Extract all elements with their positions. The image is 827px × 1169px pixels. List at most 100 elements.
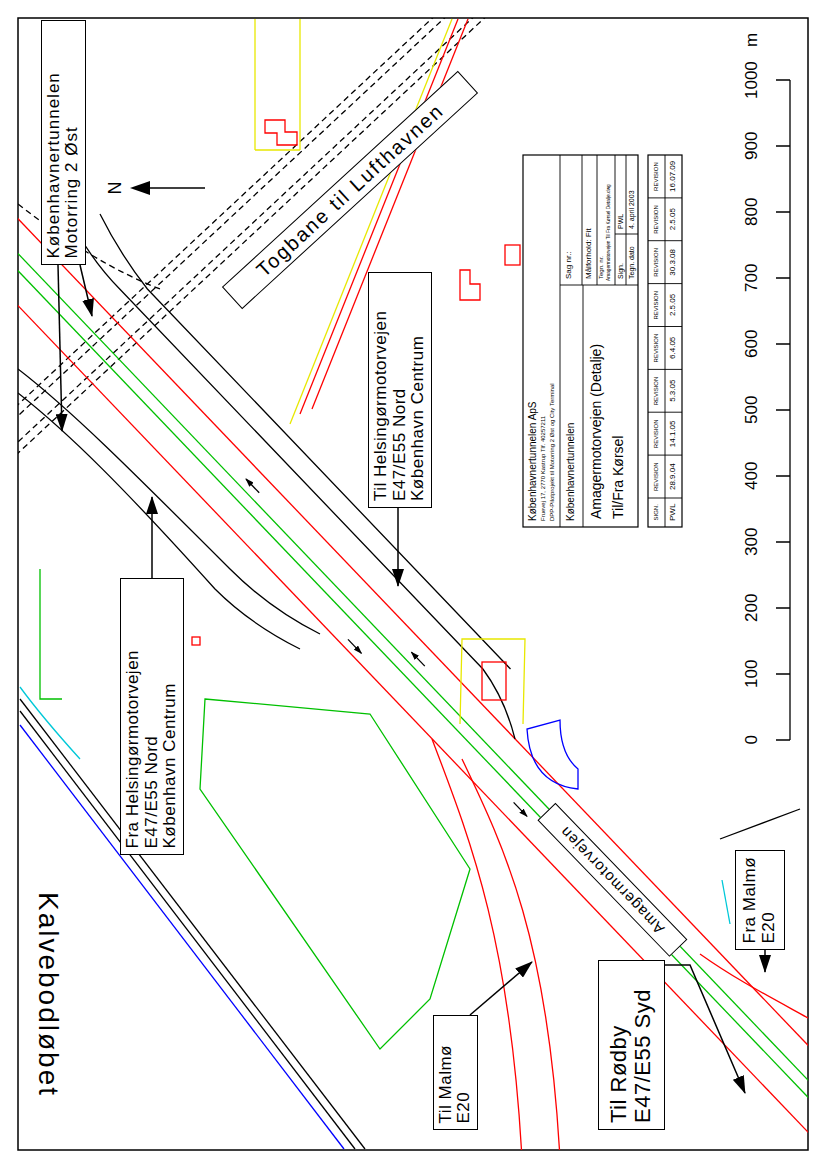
cyan-line [722,880,730,924]
title-value: 4. april 2003 [628,190,636,229]
label-holder: 30.3.08 [669,249,678,276]
local-road [720,809,800,839]
callout-text: Københavnertunnelen [45,28,64,259]
label-holder: 0 [743,735,762,744]
title-field: Sign. [617,263,625,279]
scale-number: 0 [743,735,762,744]
shore-line [20,699,365,1149]
scale-number: 400 [743,462,762,490]
label-holder: REVISION [653,334,660,363]
title-field: Målforhold: Fit [585,228,594,279]
leader-arrow [58,265,62,431]
callout-text: E47/E55 Nord [143,586,162,849]
north-arrow [146,187,205,189]
leader-arrow [80,265,92,316]
label-holder: 100 [743,660,762,688]
drawing-file: Amagermotorvejen Til Fra Kørsel Detalje.… [606,184,611,281]
scale-unit: m [743,33,762,47]
label-holder: Amagermotorvejen (Detalje) [589,344,604,519]
revision-cell: 16.07.09 [669,161,678,192]
label-holder: Til/Fra Kørsel [611,436,626,519]
traffic-arrow [411,652,424,666]
motorway-centre [18,103,808,1150]
title-block-rules [560,155,682,527]
traffic-arrow [246,479,259,493]
label-holder: PWL [669,504,678,521]
traffic-arrow [348,639,361,653]
sheet-border [18,18,808,1150]
north-label: N [106,182,126,195]
scale-bar [776,80,790,740]
label-holder: Kalvebodløbet [32,892,63,1097]
callout-text: E20 [455,1023,474,1124]
callout-text: Til Rødby [607,967,631,1123]
revision-header: REVISION [653,420,660,449]
label-holder: 5.3.05 [669,380,678,402]
callout-text: København Centrum [409,279,428,501]
callout-box: Fra HelsingørmotorvejenE47/E55 NordKøben… [120,579,184,856]
leader-arrow [665,965,745,1093]
map-lines [18,18,808,1150]
label-holder: 300 [743,528,762,556]
label-holder: SIGN. [653,504,660,520]
scale-number: 300 [743,528,762,556]
scale-number: 900 [743,132,762,160]
callout-text: Amagermotorvejen [556,823,667,937]
plot-outline [460,639,525,724]
title-field: Tegn. dato [628,246,636,279]
label-holder: Tegn. nr. [598,256,605,279]
revision-header: SIGN. [653,504,660,520]
revision-header: REVISION [653,248,660,277]
label-holder: Fruevej 17, 2770 Kastrup Tlf. 40257211 [540,416,547,521]
revision-header: REVISION [653,377,660,406]
label-holder: 16.07.09 [669,161,678,192]
scale-number: 700 [743,264,762,292]
railway-line [18,18,525,469]
label-holder: Amagermotorvejen Til Fra Kørsel Detalje.… [606,184,611,281]
revision-cell: 2.5.05 [669,294,678,316]
label-holder: Sag nr.: [565,251,574,279]
title-value: PWL [617,214,625,229]
plot-outline [255,19,300,150]
label-holder: m [743,33,762,47]
callout-text: Fra Helsingørmotorvejen [124,586,143,849]
label-holder: 200 [743,594,762,622]
label-holder: 500 [743,396,762,424]
title-block [523,155,682,527]
title-field: Sag nr.: [565,251,574,279]
drawing-title: Amagermotorvejen (Detalje) [589,344,604,519]
revision-cell: 5.3.05 [669,380,678,402]
building [192,637,200,645]
callout-box: KøbenhavnertunnelenMotorring 2 Øst [41,21,86,266]
callout-text: København Centrum [161,586,180,849]
label-holder: DPP-Pilotprojekt til Motorring 2 Øst og … [549,383,556,521]
cyan-line [20,687,80,759]
scale-number: 200 [743,594,762,622]
label-holder: 2.5.05 [669,294,678,316]
callout-text: Til Helsingørmotorvejen [372,279,391,501]
label-holder: REVISION [653,162,660,191]
building [505,245,520,265]
revision-header: REVISION [653,462,660,491]
label-holder: 2.5.05 [669,208,678,230]
callout-text: E20 [760,857,779,944]
revision-cell: 28.9.04 [669,463,678,490]
label-holder: REVISION [653,291,660,320]
drawing-subtitle: Til/Fra Kørsel [611,436,626,519]
callout-text: Til Malmø [437,1023,456,1124]
callout-text: E47/E55 Nord [391,279,410,501]
scale-number: 500 [743,396,762,424]
callout-text: Motorring 2 Øst [63,28,82,259]
revision-cell: 30.3.08 [669,249,678,276]
revision-header: REVISION [653,334,660,363]
leader-arrow [151,497,153,578]
label-holder: N [106,182,126,195]
revision-cell: 14.1.05 [669,420,678,447]
callout-text: Fra Malmø [741,857,760,944]
label-holder: REVISION [653,248,660,277]
company-name: Københavnertunnelen ApS [527,401,538,521]
railway-label-box: Togbane til Lufthavnen [222,71,478,309]
label-holder: 14.1.05 [669,420,678,447]
road-name-box: Amagermotorvejen [537,803,687,957]
